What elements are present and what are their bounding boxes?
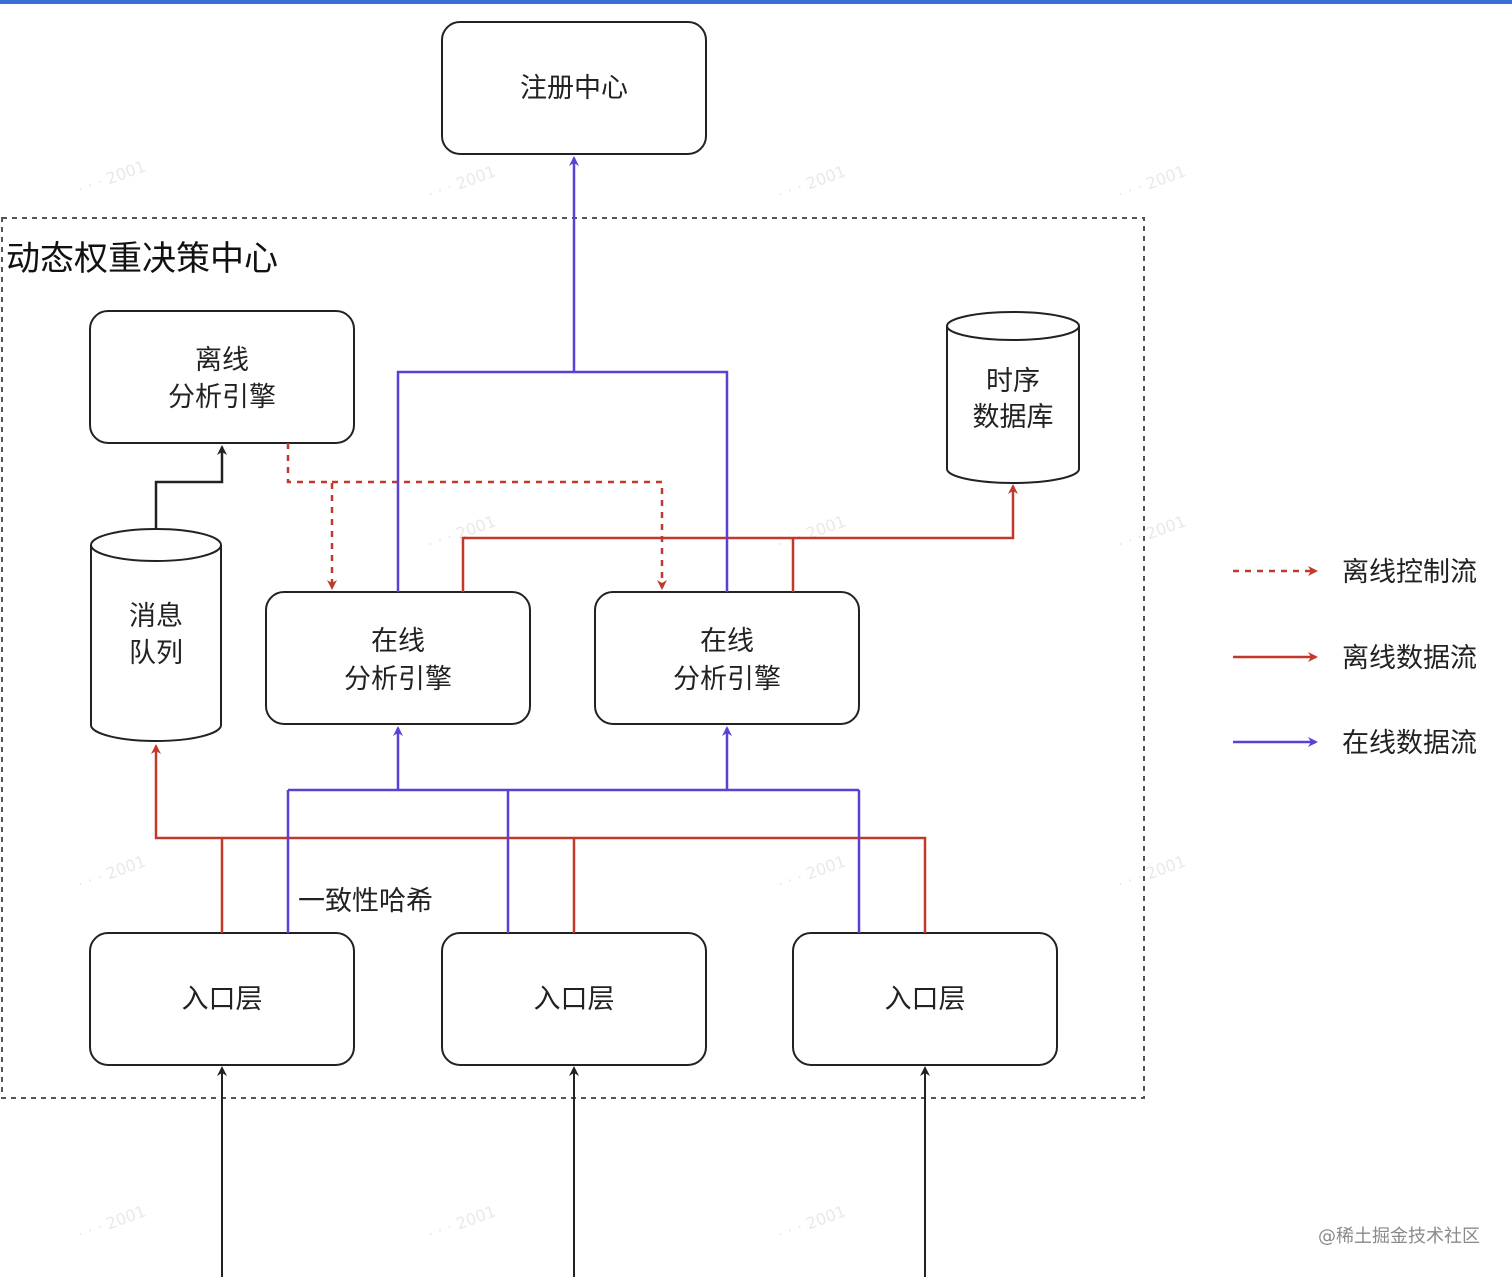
offline-engine-line1: 离线: [195, 345, 249, 376]
svg-text:· · · 2001: · · · 2001: [75, 1202, 148, 1244]
entry-2-label: 入口层: [534, 984, 615, 1015]
offline-to-online-1-control: [286, 443, 337, 590]
online-engine-2-line1: 在线: [700, 626, 754, 657]
legend-item-offline-control: 离线控制流: [1233, 557, 1477, 588]
legend-label-online-data: 在线数据流: [1342, 728, 1477, 759]
svg-text:· · · 2001: · · · 2001: [1115, 512, 1188, 554]
svg-text:· · · 2001: · · · 2001: [425, 1202, 498, 1244]
svg-text:· · · 2001: · · · 2001: [1115, 162, 1188, 204]
offline-data-flow-edges: [151, 484, 1018, 933]
top-border-bar: [0, 0, 1512, 4]
mq-to-offline-engine-edge: [154, 445, 227, 529]
svg-text:· · · 2001: · · · 2001: [75, 157, 148, 199]
svg-text:· · · 2001: · · · 2001: [775, 1202, 848, 1244]
node-entry-3[interactable]: 入口层: [792, 932, 1058, 1066]
offline-engine-line2: 分析引擎: [168, 382, 276, 413]
entries-to-mq-edge: [151, 744, 927, 933]
tsdb-line1: 时序: [986, 366, 1040, 397]
svg-text:· · · 2001: · · · 2001: [775, 162, 848, 204]
entry-1-label: 入口层: [182, 984, 263, 1015]
legend-label-offline-control: 离线控制流: [1342, 557, 1477, 588]
legend: 离线控制流 离线数据流 在线数据流: [1233, 557, 1477, 759]
online-engine-2-line2: 分析引擎: [673, 664, 781, 695]
legend-item-offline-data: 离线数据流: [1233, 643, 1477, 674]
online-engine-1-line1: 在线: [371, 626, 425, 657]
svg-text:· · · 2001: · · · 2001: [425, 162, 498, 204]
svg-text:· · · 2001: · · · 2001: [425, 512, 498, 554]
offline-control-flow-edges: [286, 443, 667, 590]
group-label: 动态权重决策中心: [6, 239, 278, 279]
svg-text:· · · 2001: · · · 2001: [775, 852, 848, 894]
node-entry-1[interactable]: 入口层: [89, 932, 355, 1066]
node-online-engine-1[interactable]: 在线 分析引擎: [265, 591, 531, 725]
mq-line2: 队列: [129, 638, 183, 669]
tsdb-line2: 数据库: [973, 402, 1054, 433]
legend-item-online-data: 在线数据流: [1233, 728, 1477, 759]
svg-text:· · · 2001: · · · 2001: [1115, 852, 1188, 894]
node-registry[interactable]: 注册中心: [441, 21, 707, 155]
registry-label: 注册中心: [520, 73, 628, 104]
engines-to-tsdb-edge: [461, 484, 1018, 592]
svg-text:· · · 2001: · · · 2001: [75, 852, 148, 894]
entry-3-label: 入口层: [885, 984, 966, 1015]
svg-text:· · · 2001: · · · 2001: [775, 512, 848, 554]
node-entry-2[interactable]: 入口层: [441, 932, 707, 1066]
incoming-traffic-edges: [217, 1066, 930, 1277]
node-tsdb[interactable]: 时序 数据库: [946, 311, 1080, 484]
node-offline-engine[interactable]: 离线 分析引擎: [89, 310, 355, 444]
engines-to-registry-bus: [396, 370, 729, 592]
online-data-flow-edges: [286, 156, 861, 933]
mq-line1: 消息: [129, 601, 183, 632]
offline-to-online-2-control: [332, 480, 667, 590]
online-engine-1-line2: 分析引擎: [344, 664, 452, 695]
site-watermark: @稀土掘金技术社区: [1318, 1226, 1480, 1247]
node-online-engine-2[interactable]: 在线 分析引擎: [594, 591, 860, 725]
node-message-queue[interactable]: 消息 队列: [90, 528, 222, 742]
legend-label-offline-data: 离线数据流: [1342, 643, 1477, 674]
consistent-hash-label: 一致性哈希: [298, 886, 433, 917]
